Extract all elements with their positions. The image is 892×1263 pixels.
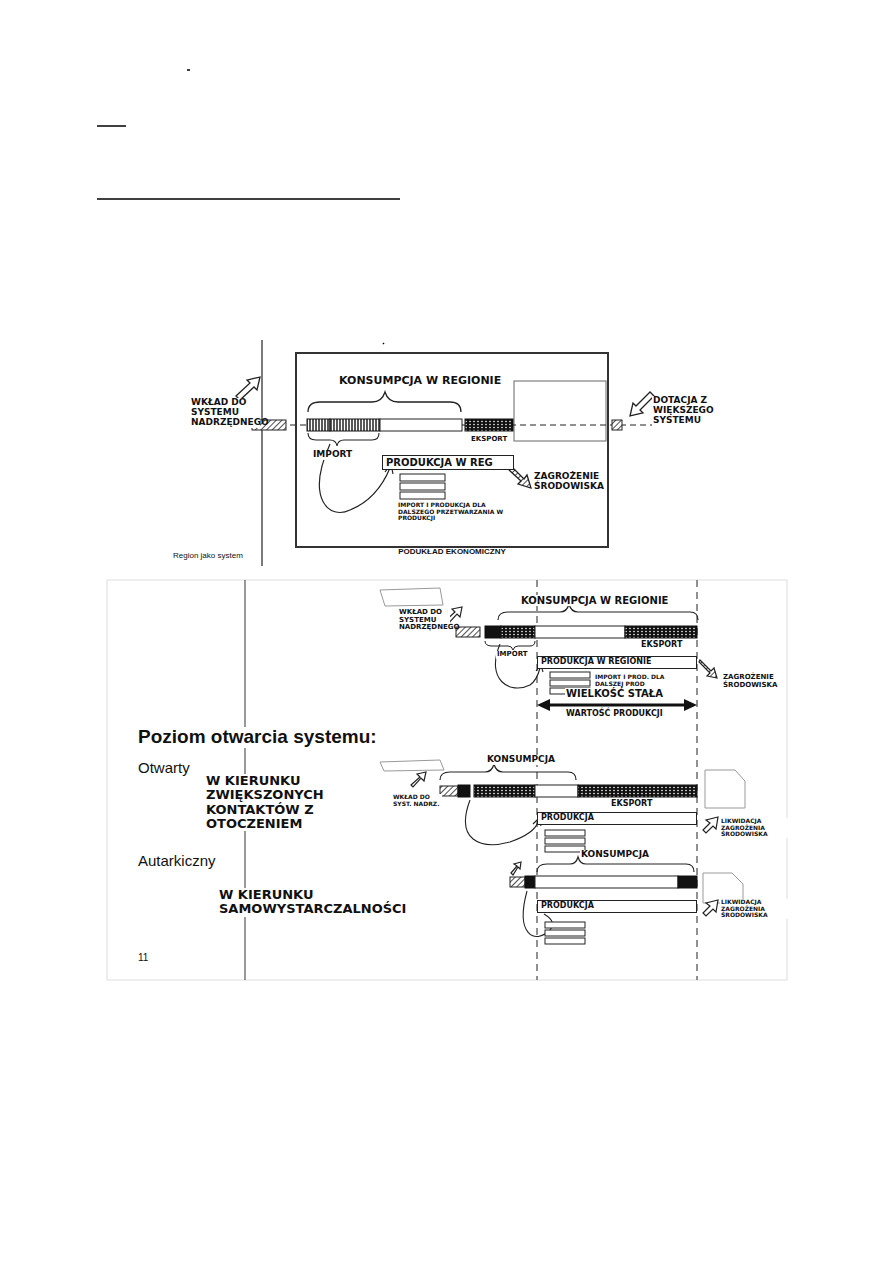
segment-label: IMPORT — [496, 651, 529, 659]
bar-text: PRODUKCJA — [538, 814, 597, 823]
bracket-label: KONSUMPCJA W REGIONIE — [520, 595, 669, 606]
flow-label: DOTACJA Z WIĘKSZEGO SYSTEMU — [652, 396, 732, 426]
note-label: IMPORT I PROD. DLA DALSZEJ PROD — [594, 674, 692, 687]
bracket-label: KONSUMPCJA W REGIONIE — [338, 375, 502, 387]
production-bar: PRODUKCJA W REGIONIE — [537, 656, 697, 669]
page-number: 11 — [137, 952, 149, 963]
note-label: IMPORT I PRODUKCJA DLA DALSZEGO PRZETWAR… — [397, 502, 517, 522]
flow-label: WKŁAD DO SYST. NADRZ. — [392, 794, 442, 807]
bar-text: PRODUKCJA — [538, 902, 597, 911]
caption-label: Region jako system — [172, 552, 244, 561]
category-label: Otwarty — [137, 760, 191, 777]
production-bar: PRODUKCJA W REG — [382, 455, 514, 470]
category-label: Autarkiczny — [137, 853, 217, 870]
box-title: PODUKŁAD EKONOMICZNY — [297, 548, 607, 557]
bar-text: PRODUKCJA W REGIONIE — [538, 658, 654, 667]
production-bar: PRODUKCJA — [537, 812, 697, 825]
flow-label: WKŁAD DO SYSTEMU NADRZĘDNEGO — [398, 609, 450, 632]
bar-text: PRODUKCJA W REG — [383, 457, 496, 468]
dimension-label: WIELKOŚĆ STAŁA — [565, 688, 664, 699]
segment-label: IMPORT — [312, 450, 353, 460]
flow-label: ZAGROŻENIE ŚRODOWISKA — [722, 674, 786, 689]
flow-label: ZAGROŻENIE ŚRODOWISKA — [533, 472, 607, 492]
bracket-label: KONSUMPCJA — [486, 755, 556, 765]
segment-label: EKSPORT — [610, 800, 653, 809]
flow-label: LIKWIDACJA ZAGROŻENIA ŚRODOWISKA — [720, 818, 788, 838]
flow-label: WKŁAD DO SYSTEMU NADRZĘDNEGO — [190, 398, 260, 428]
flow-label: LIKWIDACJA ZAGROŻENIA ŚRODOWISKA — [720, 899, 788, 919]
subsystem-box: PODUKŁAD EKONOMICZNYPRODUKCJA W REG — [295, 352, 609, 548]
heading-label: Poziom otwarcia systemu: — [137, 727, 378, 748]
bracket-label: KONSUMPCJA — [580, 850, 650, 860]
production-bar: PRODUKCJA — [537, 900, 697, 913]
segment-label: EKSPORT — [640, 641, 683, 650]
dimension-label: WARTOŚĆ PRODUKCJI — [565, 710, 664, 719]
segment-label: EKSPORT — [470, 436, 508, 444]
handwritten-note: W KIERUNKU SAMOWYSTARCZALNOŚCI — [218, 888, 330, 917]
handwritten-note: W KIERUNKU ZWIĘKSZONYCH KONTAKTÓW Z OTOC… — [205, 774, 357, 831]
